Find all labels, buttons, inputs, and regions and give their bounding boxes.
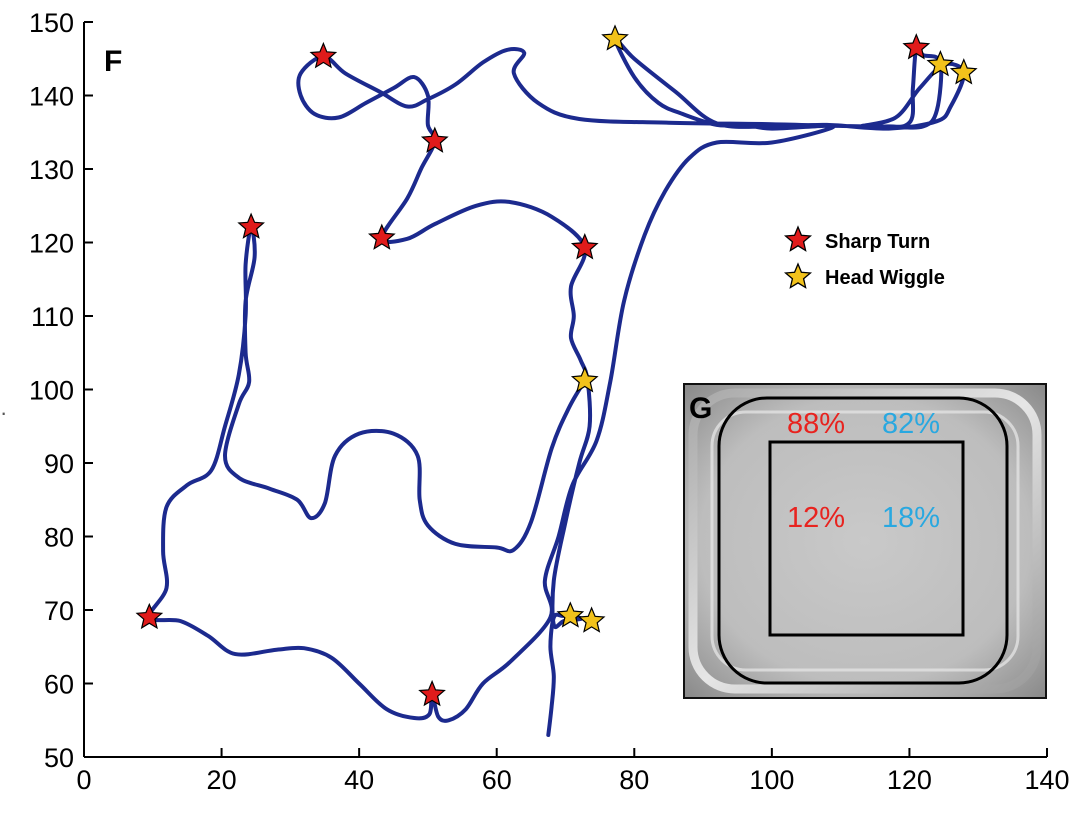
chart-legend: Sharp Turn Head Wiggle (783, 225, 945, 289)
y-tick-label: 100 (29, 376, 74, 406)
sharp-turn-marker (237, 212, 265, 239)
sharp-turn-marker (309, 41, 338, 69)
dish-inner-rim (710, 410, 1020, 672)
x-ticks: 0 20 40 60 80 100 120 140 (76, 748, 1070, 795)
y-axis-artifact: · (0, 400, 7, 425)
x-tick-label: 100 (749, 765, 794, 795)
inset-panel-g: G 88% 82% 12% 18% (683, 383, 1047, 699)
inner-zone-right-percent: 18% (882, 502, 940, 534)
y-tick-label: 150 (29, 8, 74, 38)
y-tick-label: 140 (29, 82, 74, 112)
x-tick-label: 60 (482, 765, 512, 795)
sharp-turn-marker (135, 602, 164, 630)
x-tick-label: 140 (1024, 765, 1069, 795)
y-tick-label: 70 (44, 596, 74, 626)
sharp-turn-markers (135, 33, 931, 707)
x-tick-label: 80 (619, 765, 649, 795)
inner-zone-left-percent: 12% (787, 502, 845, 534)
head-wiggle-marker (556, 601, 585, 628)
x-tick-label: 0 (76, 765, 91, 795)
outer-zone-left-percent: 88% (787, 408, 845, 440)
outer-zone-boundary (717, 396, 1009, 685)
legend-item-head-wiggle: Head Wiggle (783, 262, 945, 289)
inner-zone-boundary (768, 440, 965, 637)
head-wiggle-marker (570, 366, 599, 393)
head-wiggle-marker (577, 606, 606, 633)
inset-photo-background (683, 383, 1047, 699)
x-tick-label: 20 (207, 765, 237, 795)
legend-item-sharp-turn: Sharp Turn (783, 225, 930, 253)
sharp-turn-star-icon (783, 225, 813, 252)
y-tick-label: 120 (29, 229, 74, 259)
legend-label-sharp-turn: Sharp Turn (825, 231, 930, 253)
sharp-turn-marker (902, 33, 931, 60)
panel-g-label: G (689, 392, 712, 425)
sharp-turn-marker (418, 679, 446, 707)
head-wiggle-star-icon (783, 262, 813, 289)
legend-label-head-wiggle: Head Wiggle (825, 267, 945, 289)
head-wiggle-marker (949, 58, 978, 85)
y-tick-label: 50 (44, 743, 74, 773)
sharp-turn-marker (368, 223, 396, 250)
head-wiggle-marker (926, 50, 955, 77)
head-wiggle-marker (601, 24, 629, 51)
sharp-turn-marker (420, 126, 449, 153)
y-tick-label: 80 (44, 523, 74, 553)
sharp-turn-marker (570, 233, 599, 260)
x-tick-label: 40 (344, 765, 374, 795)
y-tick-label: 60 (44, 670, 74, 700)
x-tick-label: 120 (887, 765, 932, 795)
y-tick-label: 90 (44, 449, 74, 479)
panel-f-label: F (104, 45, 122, 78)
outer-zone-right-percent: 82% (882, 408, 940, 440)
y-tick-label: 130 (29, 155, 74, 185)
dish-outer-rim (688, 388, 1042, 694)
head-wiggle-markers (556, 24, 978, 633)
y-tick-label: 110 (31, 302, 74, 332)
y-ticks: 50 60 70 80 90 100 110 120 130 140 150 (29, 8, 93, 773)
